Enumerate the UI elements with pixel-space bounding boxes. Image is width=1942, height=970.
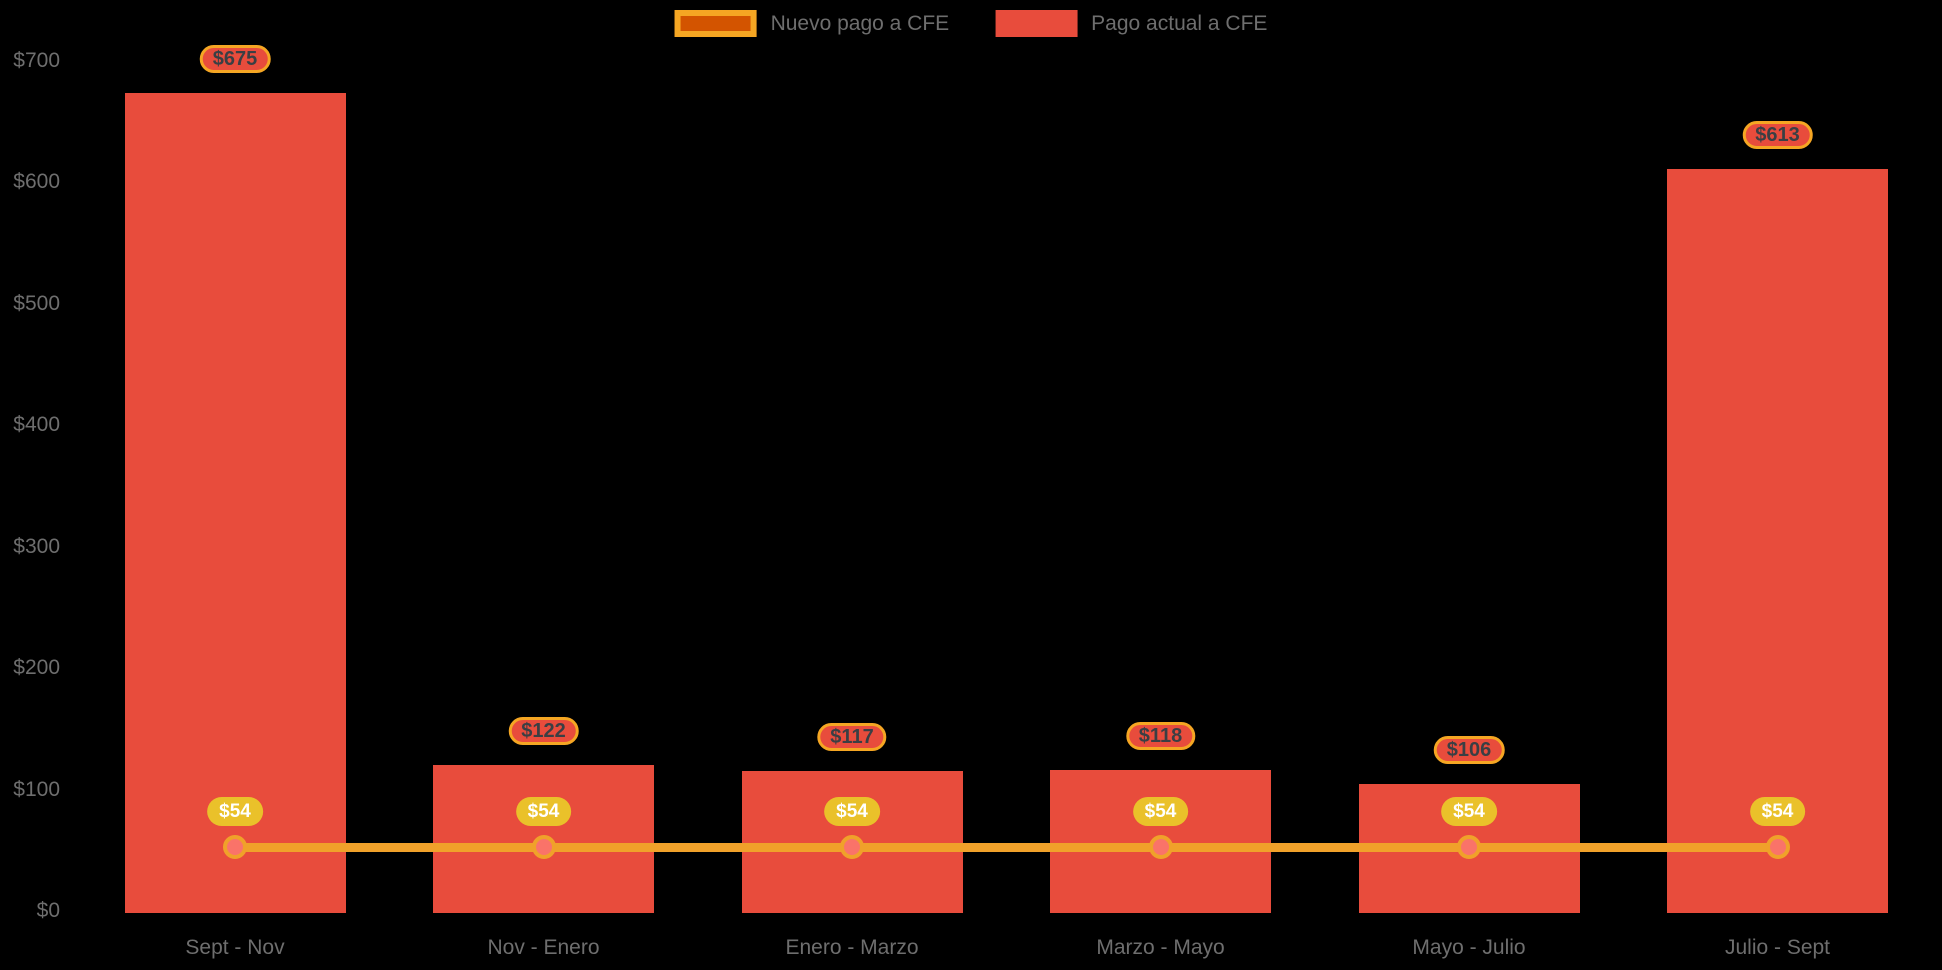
bar-pago-actual	[1667, 168, 1888, 913]
bar-value-label: $117	[817, 722, 887, 751]
line-point-marker	[1765, 835, 1790, 860]
x-axis-category-label: Sept - Nov	[185, 936, 285, 959]
line-point-marker	[531, 835, 556, 860]
x-axis-category-label: Enero - Marzo	[785, 936, 919, 959]
bar-value-label: $122	[508, 716, 579, 745]
chart-legend: Nuevo pago a CFE Pago actual a CFE	[674, 10, 1267, 37]
legend-item-pago-actual[interactable]: Pago actual a CFE	[995, 10, 1267, 37]
bar-value-label: $613	[1742, 120, 1813, 149]
x-axis-category-label: Marzo - Mayo	[1096, 936, 1225, 959]
line-value-label: $54	[1441, 797, 1497, 827]
line-value-label: $54	[207, 797, 263, 827]
line-point-marker	[223, 835, 247, 860]
line-point-marker	[1148, 835, 1173, 860]
line-value-label: $54	[1749, 797, 1806, 827]
nuevo-pago-line	[235, 842, 1778, 852]
legend-nuevo-pago-label: Nuevo pago a CFE	[770, 11, 950, 35]
legend-nuevo-pago-swatch-icon	[674, 10, 757, 37]
bar-pago-actual	[124, 93, 346, 913]
line-point-marker	[1457, 835, 1481, 860]
y-axis-tick-label: $600	[13, 170, 60, 194]
x-axis-category-label: Julio - Sept	[1724, 936, 1831, 959]
legend-pago-actual-label: Pago actual a CFE	[1091, 11, 1268, 35]
bar-value-label: $118	[1125, 721, 1196, 750]
line-point-marker	[840, 835, 864, 860]
y-axis-tick-label: $500	[13, 291, 60, 315]
bar-value-label: $675	[199, 45, 271, 74]
x-axis-category-label: Nov - Enero	[487, 936, 600, 959]
bar-value-label: $106	[1433, 736, 1505, 765]
line-value-label: $54	[1132, 797, 1189, 827]
y-axis-tick-label: $0	[36, 899, 60, 922]
y-axis-tick-label: $700	[13, 49, 60, 72]
legend-item-nuevo-pago[interactable]: Nuevo pago a CFE	[674, 10, 950, 37]
x-axis-category-label: Mayo - Julio	[1412, 936, 1526, 959]
y-axis-tick-label: $100	[13, 777, 60, 801]
y-axis-tick-label: $200	[13, 656, 60, 680]
legend-pago-actual-swatch-icon	[995, 10, 1078, 37]
y-axis-tick-label: $300	[13, 534, 60, 558]
line-value-label: $54	[515, 797, 572, 827]
y-axis-tick-label: $400	[13, 413, 60, 437]
line-value-label: $54	[824, 797, 880, 827]
